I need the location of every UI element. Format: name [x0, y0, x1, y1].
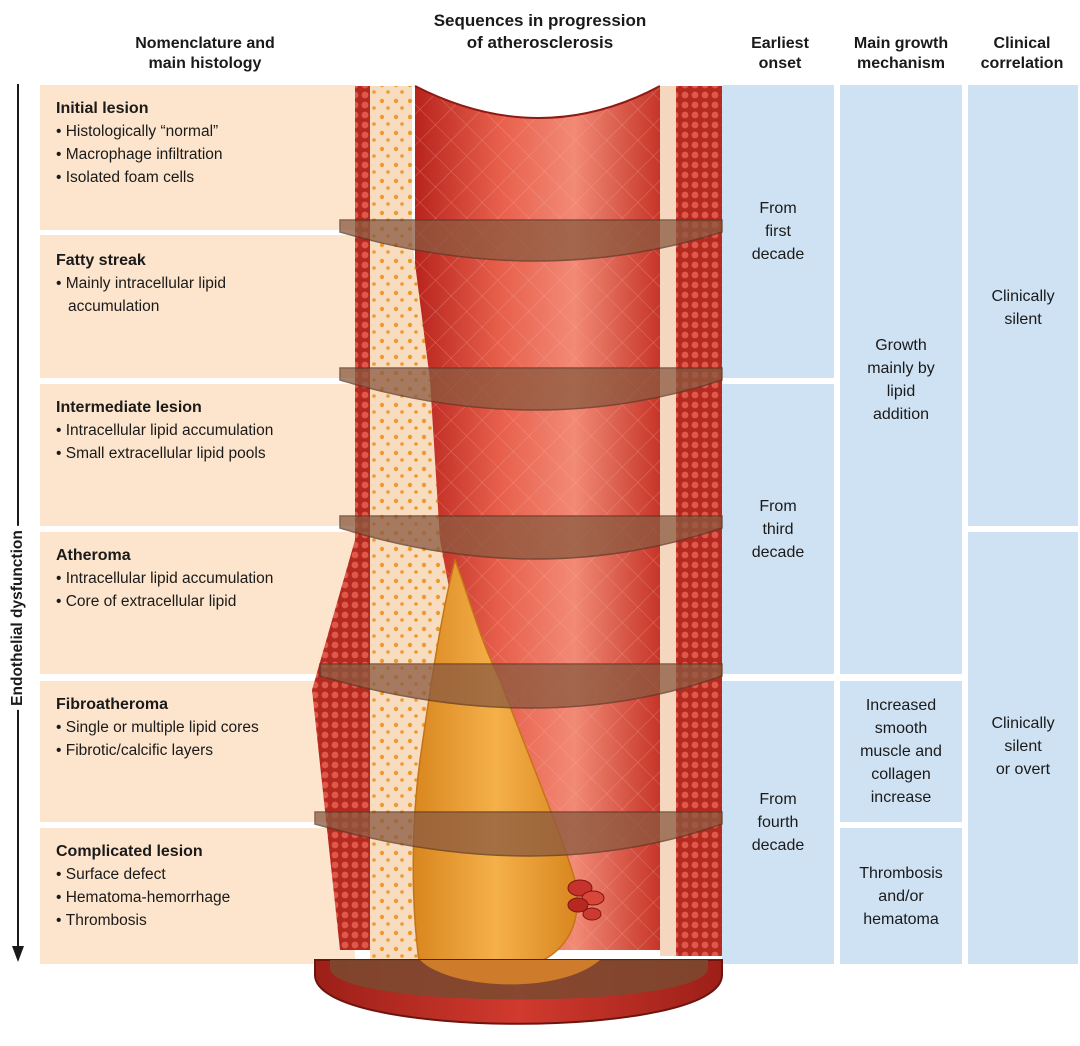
- endothelial-dysfunction-axis: Endothelial dysfunction: [0, 80, 36, 970]
- growth-smooth-muscle-collagen: Increased smooth muscle and collagen inc…: [840, 681, 962, 822]
- header-nomenclature: Nomenclature and main histology: [40, 34, 370, 74]
- clinical-silent: Clinically silent: [968, 85, 1078, 526]
- onset-first-decade: From first decade: [722, 85, 834, 378]
- header-growth: Main growth mechanism: [838, 34, 964, 74]
- stage-bullet: Mainly intracellular lipid accumulation: [56, 272, 298, 318]
- growth-lipid-addition: Growth mainly by lipid addition: [840, 85, 962, 674]
- header-onset: Earliest onset: [722, 34, 838, 74]
- growth-thrombosis-hematoma: Thrombosis and/or hematoma: [840, 828, 962, 964]
- onset-fourth-decade: From fourth decade: [722, 681, 834, 964]
- header-clinical: Clinical correlation: [964, 34, 1080, 74]
- side-label-text: Endothelial dysfunction: [9, 526, 27, 710]
- onset-third-decade: From third decade: [722, 384, 834, 674]
- down-arrow-icon: [0, 80, 36, 970]
- header-sequences: Sequences in progression of atherosclero…: [380, 10, 700, 54]
- artery-progression-illustration: [300, 76, 730, 1044]
- clinical-silent-or-overt: Clinically silent or overt: [968, 532, 1078, 964]
